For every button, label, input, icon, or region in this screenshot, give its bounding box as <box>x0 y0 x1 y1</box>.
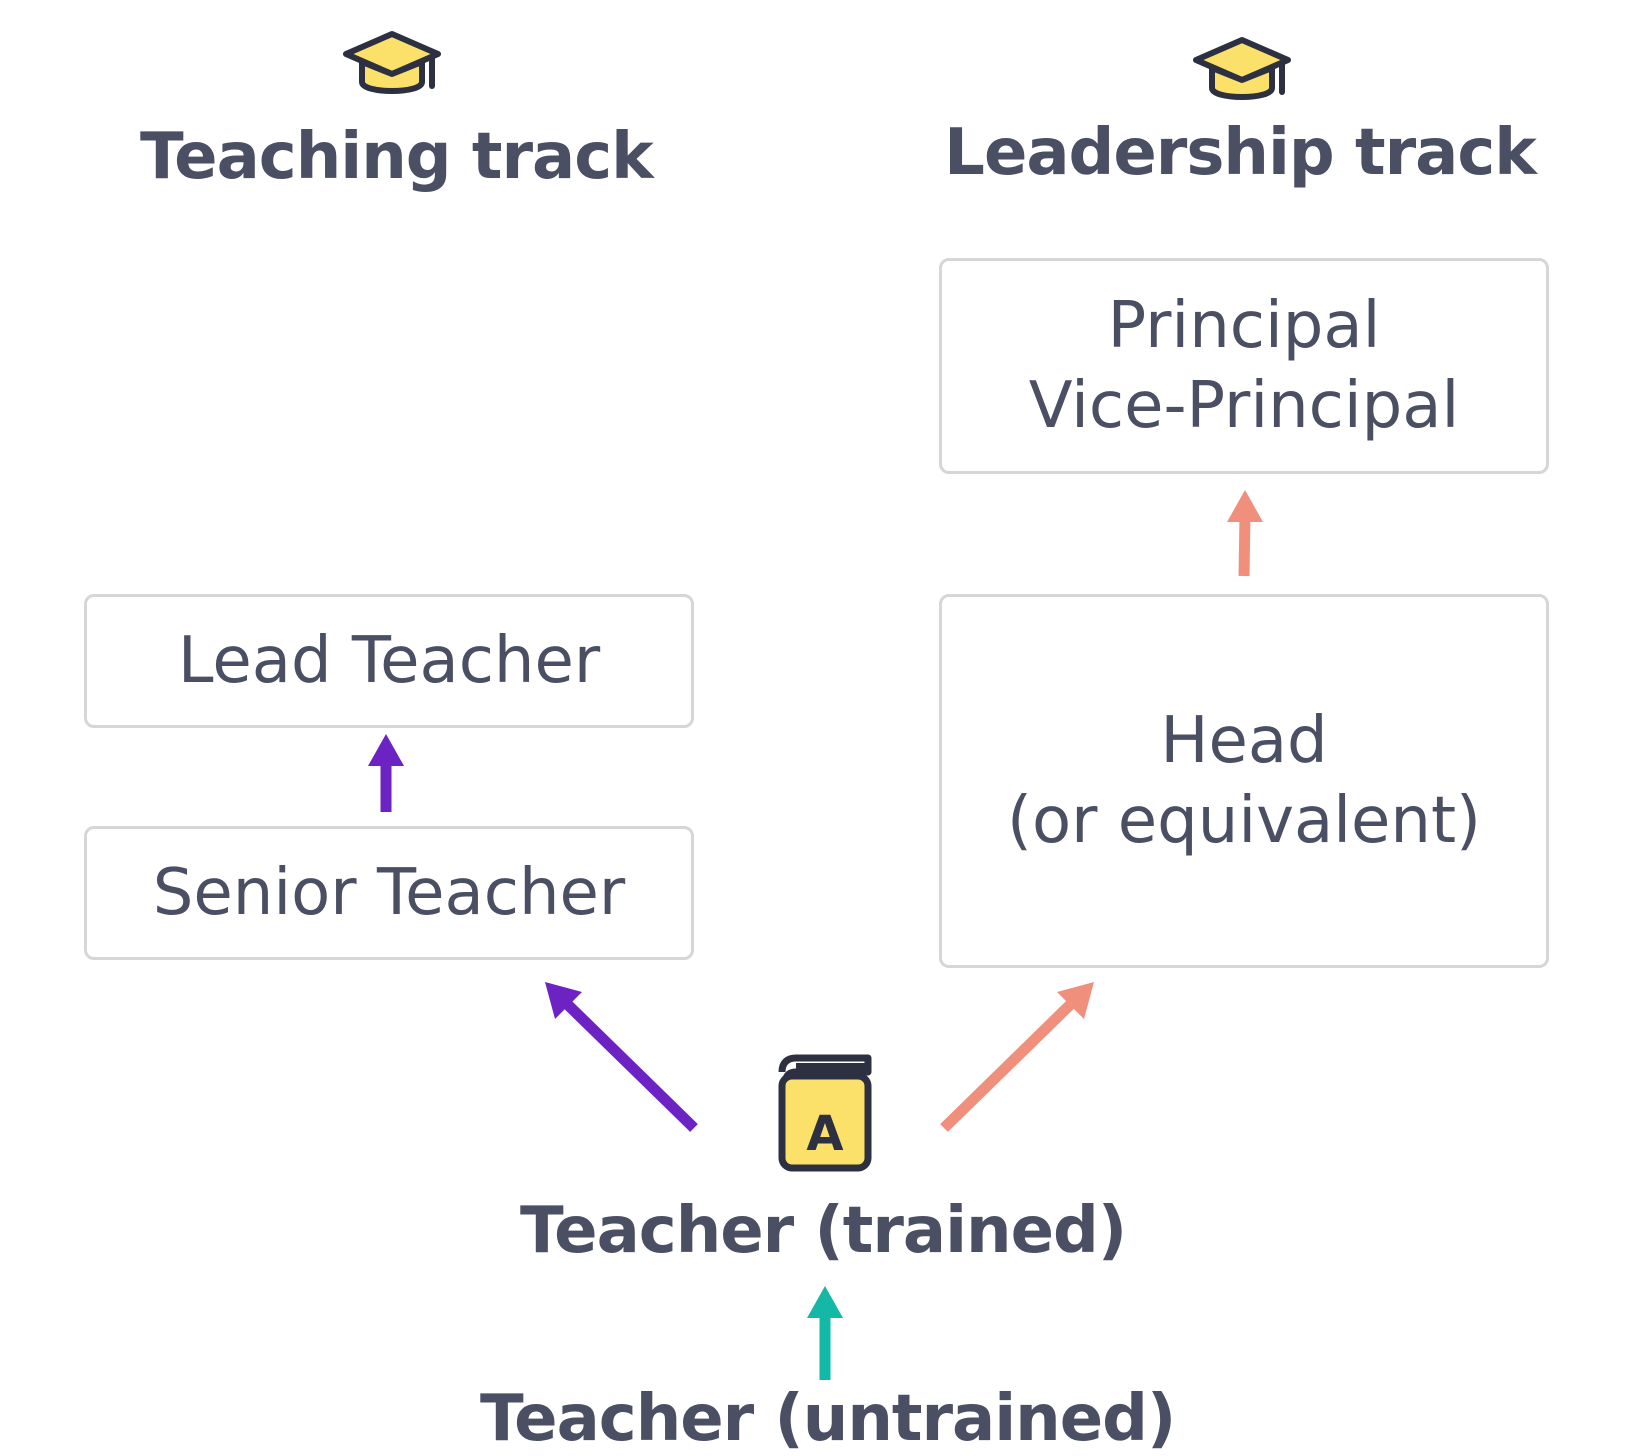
vice-principal-label: Vice-Principal <box>1028 369 1460 443</box>
arrow-head-to-principal <box>1227 490 1263 577</box>
teaching-track-title: Teaching track <box>140 120 654 194</box>
leadership-track-title: Leadership track <box>944 116 1537 190</box>
head-equivalent-label: (or equivalent) <box>1007 784 1481 858</box>
arrow-senior-to-lead <box>368 734 404 812</box>
principal-box: Principal Vice-Principal <box>939 258 1549 474</box>
senior-teacher-box: Senior Teacher <box>84 826 694 960</box>
lead-teacher-label: Lead Teacher <box>177 624 601 698</box>
arrow-trained-to-senior <box>545 982 698 1132</box>
graduation-cap-icon <box>340 28 444 104</box>
book-icon: A <box>774 1050 874 1180</box>
teacher-trained-label: Teacher (trained) <box>520 1194 1127 1268</box>
principal-label: Principal <box>1107 289 1381 363</box>
lead-teacher-box: Lead Teacher <box>84 594 694 728</box>
book-letter: A <box>806 1106 843 1162</box>
head-box: Head (or equivalent) <box>939 594 1549 968</box>
graduation-cap-icon <box>1190 34 1294 110</box>
teacher-untrained-label: Teacher (untrained) <box>480 1382 1176 1456</box>
head-label: Head <box>1160 704 1328 778</box>
senior-teacher-label: Senior Teacher <box>152 856 626 930</box>
arrow-trained-to-head <box>940 982 1094 1132</box>
arrow-untrained-to-trained <box>807 1286 843 1380</box>
